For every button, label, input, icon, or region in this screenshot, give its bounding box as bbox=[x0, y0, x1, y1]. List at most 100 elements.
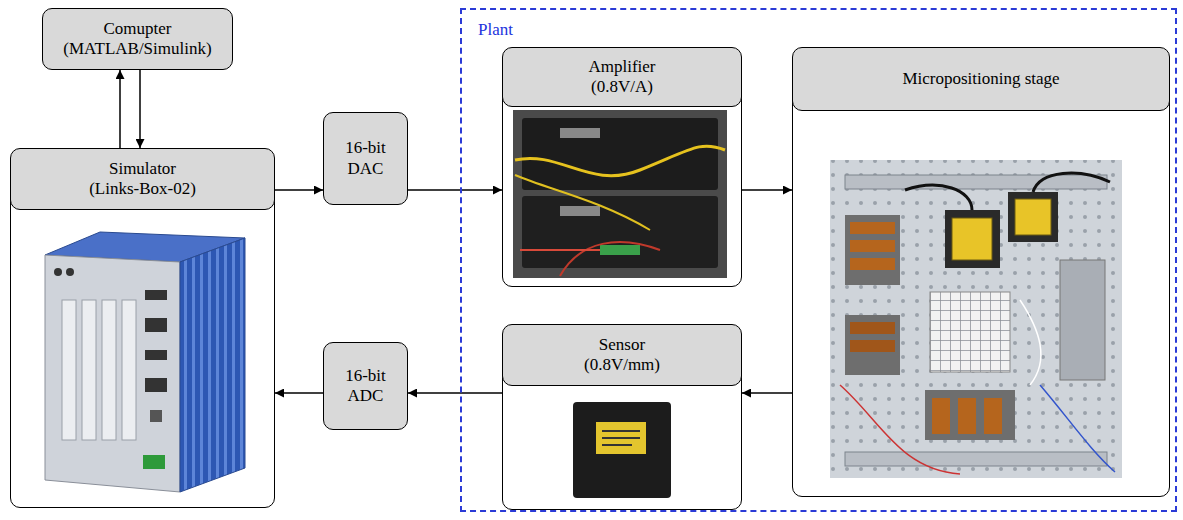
rail bbox=[845, 175, 1107, 189]
plate-line bbox=[602, 430, 640, 432]
pc-front bbox=[45, 255, 180, 492]
label-word: ADC bbox=[348, 386, 384, 406]
stage-unit-frame bbox=[792, 79, 1170, 497]
label-word: (MATLAB/Simulink) bbox=[63, 39, 211, 59]
wire bbox=[515, 146, 725, 176]
amplifier-photo bbox=[513, 110, 727, 278]
amplifier-unit-body bbox=[522, 196, 718, 268]
amplifier-plate bbox=[560, 206, 600, 216]
signal-arrow bbox=[408, 189, 502, 191]
coil bbox=[932, 398, 950, 434]
label-word: Amplifier bbox=[588, 57, 655, 77]
label-word: Sensor bbox=[599, 335, 645, 355]
wire bbox=[840, 385, 960, 474]
flexure-lattice bbox=[930, 292, 1010, 372]
pc-slot bbox=[62, 300, 76, 440]
stage-unit-header: Micropositioning stage bbox=[792, 47, 1170, 111]
pc-port bbox=[145, 290, 167, 300]
pc-button bbox=[54, 268, 62, 276]
rail bbox=[845, 452, 1107, 466]
amplifier-unit: Amplifier (0.8V/A) bbox=[502, 47, 742, 287]
amplifier-unit-body bbox=[522, 118, 718, 190]
wire bbox=[1020, 300, 1041, 385]
cable bbox=[905, 185, 972, 210]
label-word: (Links-Box-02) bbox=[89, 179, 196, 199]
label-word: stage bbox=[1025, 69, 1060, 88]
stage-photo bbox=[830, 160, 1122, 478]
pc-slot bbox=[122, 300, 136, 440]
pc-fins bbox=[180, 238, 245, 492]
amplifier-terminal bbox=[600, 245, 640, 255]
sensor-unit: Sensor (0.8V/mm) bbox=[502, 324, 742, 510]
simulator-unit-label: Simulator (Links-Box-02) bbox=[89, 159, 196, 200]
label-word: 16-bit bbox=[345, 138, 386, 158]
pc-button bbox=[66, 268, 74, 276]
coil bbox=[850, 340, 895, 352]
amplifier-unit-label: Amplifier (0.8V/A) bbox=[588, 57, 655, 98]
coil bbox=[984, 398, 1002, 434]
connector-group bbox=[120, 70, 792, 393]
label-word: 16-bit bbox=[345, 366, 386, 386]
coil bbox=[850, 258, 895, 270]
label-word: Plant bbox=[478, 20, 513, 39]
computer-box: Comupter (MATLAB/Simulink) bbox=[42, 8, 233, 70]
signal-arrow bbox=[275, 392, 323, 394]
wire bbox=[515, 175, 650, 230]
signal-arrow bbox=[742, 189, 792, 191]
signal-arrow bbox=[742, 392, 792, 394]
breadboard bbox=[830, 160, 1122, 478]
pc-port bbox=[145, 378, 167, 392]
pc-slot bbox=[102, 300, 116, 440]
sensor-unit-label: Sensor (0.8V/mm) bbox=[584, 335, 660, 376]
signal-arrow bbox=[119, 70, 121, 148]
sensor-label-plate bbox=[596, 422, 646, 454]
adc-box-label: 16-bit ADC bbox=[345, 366, 386, 407]
computer-box-label: Comupter (MATLAB/Simulink) bbox=[63, 19, 211, 60]
sensor-unit-header: Sensor (0.8V/mm) bbox=[502, 324, 742, 386]
plate-line bbox=[602, 437, 640, 439]
amplifier-unit-header: Amplifier (0.8V/A) bbox=[502, 47, 742, 107]
pc-port bbox=[145, 350, 167, 360]
dac-box-label: 16-bit DAC bbox=[345, 138, 386, 179]
coil bbox=[958, 398, 976, 434]
label-word: Micropositioning bbox=[902, 69, 1020, 88]
pc-connector bbox=[143, 455, 165, 469]
industrial-pc-illustration bbox=[45, 232, 245, 492]
laser-sensor bbox=[952, 218, 992, 260]
coil bbox=[850, 240, 895, 252]
wire bbox=[520, 249, 600, 251]
plate-line bbox=[602, 444, 632, 446]
pc-port bbox=[150, 410, 162, 422]
simulator-unit-header: Simulator (Links-Box-02) bbox=[10, 148, 275, 210]
signal-arrow bbox=[275, 189, 323, 191]
label-word: Comupter bbox=[103, 19, 171, 39]
stage-unit: Micropositioning stage bbox=[792, 47, 1170, 497]
sensor-body bbox=[573, 402, 671, 498]
amplifier-unit-frame bbox=[502, 77, 742, 287]
wire bbox=[560, 242, 660, 276]
signal-arrow bbox=[139, 70, 141, 148]
label-word: (0.8V/mm) bbox=[584, 355, 660, 375]
plant-region: PlantAmplifier (0.8V/A) Micropositioning … bbox=[460, 8, 1177, 512]
label-word: (0.8V/A) bbox=[591, 77, 653, 97]
simulator-unit: Simulator (Links-Box-02) bbox=[10, 148, 275, 508]
mount bbox=[1060, 260, 1105, 380]
coil-block bbox=[925, 390, 1015, 440]
simulator-unit-frame bbox=[10, 179, 275, 508]
stage-unit-label: Micropositioning stage bbox=[902, 69, 1059, 89]
sensor-photo bbox=[573, 402, 671, 498]
coil-block bbox=[845, 315, 900, 375]
dac-box: 16-bit DAC bbox=[323, 112, 408, 205]
amplifier-plate bbox=[560, 128, 600, 138]
label-word: DAC bbox=[348, 159, 384, 179]
cable bbox=[1033, 173, 1110, 192]
pc-slot bbox=[82, 300, 96, 440]
signal-arrow bbox=[408, 392, 502, 394]
amplifier-background bbox=[513, 110, 727, 278]
coil bbox=[850, 222, 895, 234]
pc-port bbox=[145, 318, 167, 332]
sensor-housing bbox=[945, 210, 1000, 268]
sensor-housing bbox=[1008, 192, 1058, 242]
plant-region-label: Plant bbox=[478, 20, 513, 40]
